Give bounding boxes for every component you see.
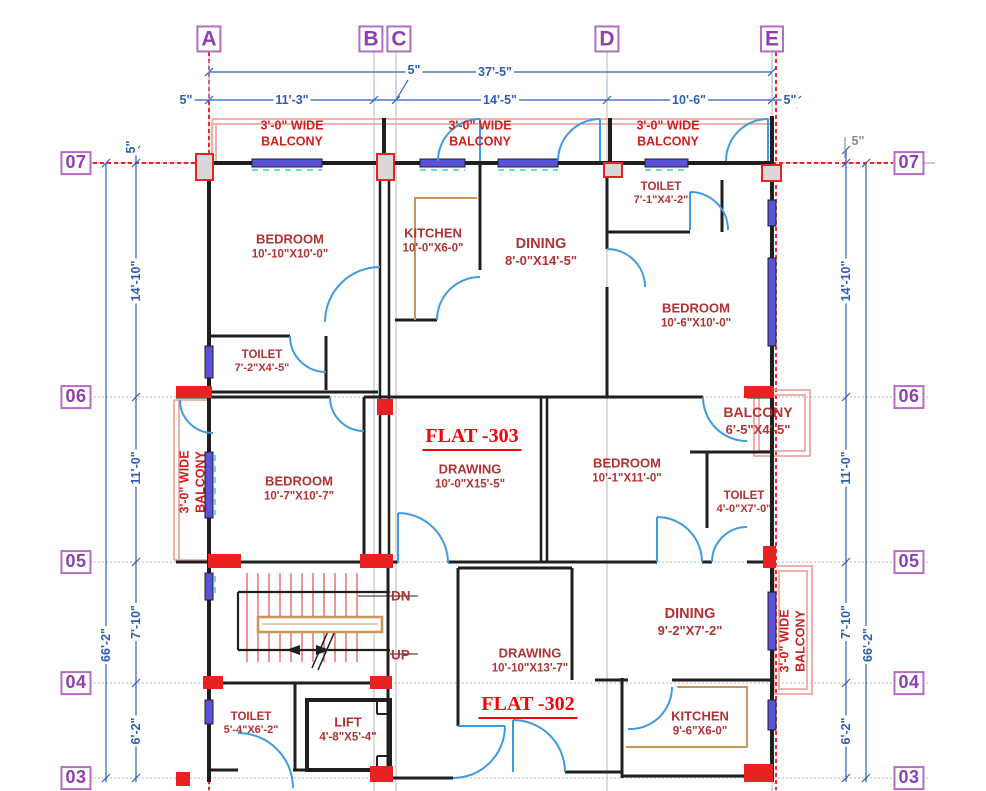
grid-row-07-left: 07 xyxy=(60,151,92,175)
room-label-kitchen-303: KITCHEN 10'-0"X6-0" xyxy=(402,225,464,255)
dim-14-5: 14'-5" xyxy=(481,93,519,107)
room-label-balcony-e: BALCONY 6'-5"X4'-5" xyxy=(723,404,793,437)
windows xyxy=(204,158,777,731)
columns xyxy=(176,153,782,786)
grid-row-07-right: 07 xyxy=(893,151,925,175)
dim-7-10-left: 7'-10" xyxy=(129,603,143,641)
flat-303-title: FLAT -303 xyxy=(422,425,522,451)
balcony-label-1: 3'-0" WIDE BALCONY xyxy=(260,118,324,148)
grid-column-a: A xyxy=(196,25,222,53)
balcony-label-east: 3'-0" WIDE BALCONY xyxy=(777,609,807,673)
dim-5in-bc: 5" xyxy=(405,63,423,77)
room-label-toilet-w: TOILET 7'-2"X4'-5" xyxy=(234,348,290,375)
grid-row-06-left: 06 xyxy=(60,385,92,409)
stairs-down-label: DN xyxy=(391,588,411,604)
dim-overall-height-left: 66'-2" xyxy=(99,626,113,664)
stairs-up-label: UP xyxy=(391,647,410,663)
balcony-label-west: 3'-0" WIDE BALCONY xyxy=(177,450,207,514)
dim-7-10-right: 7'-10" xyxy=(839,603,853,641)
room-label-lift: LIFT 4'-8"X5'-4" xyxy=(319,714,377,744)
dim-overall-height-right: 66'-2" xyxy=(861,626,875,664)
dim-14-10-right: 14'-10" xyxy=(839,258,853,304)
dim-5in-left: 5" xyxy=(177,93,195,107)
room-label-toilet-ne: TOILET 7'-1"X4'-2" xyxy=(633,180,689,207)
room-label-bedroom-c: BEDROOM 10'-1"X11'-0" xyxy=(592,455,662,485)
balcony-label-2: 3'-0" WIDE BALCONY xyxy=(448,118,512,148)
room-label-drawing-303: DRAWING 10'-0"X15'-5" xyxy=(434,461,506,491)
grid-column-e: E xyxy=(759,25,785,53)
dim-6-2-left: 6'-2" xyxy=(129,715,143,747)
grid-row-04-left: 04 xyxy=(60,671,92,695)
room-label-bedroom-ne: BEDROOM 10'-6"X10'-0" xyxy=(660,300,732,330)
dim-5in-right-col: 5" xyxy=(851,134,865,148)
doors xyxy=(179,118,769,789)
grid-column-d: D xyxy=(594,25,620,53)
room-label-toilet-s: TOILET 5'-4"X6'-2" xyxy=(223,710,279,737)
room-label-dining-302: DINING 9'-2"X7'-2" xyxy=(657,605,723,638)
kitchen-counters xyxy=(256,197,748,748)
dim-5in-right: 5" xyxy=(781,93,799,107)
room-label-bedroom-w: BEDROOM 10'-7"X10'-7" xyxy=(263,473,335,503)
dim-11-3: 11'-3" xyxy=(273,93,311,107)
dim-6-2-right: 6'-2" xyxy=(839,715,853,747)
grid-column-b: B xyxy=(358,25,384,53)
grid-row-06-right: 06 xyxy=(893,385,925,409)
balcony-label-3: 3'-0" WIDE BALCONY xyxy=(636,118,700,148)
room-label-bedroom-nw: BEDROOM 10'-10"X10'-0" xyxy=(251,231,329,261)
dim-5in-left-col: 5" xyxy=(124,138,138,156)
grid-row-05-left: 05 xyxy=(60,550,92,574)
dim-overall-width: 37'-5" xyxy=(476,65,514,79)
flat-302-title: FLAT -302 xyxy=(478,693,578,719)
grid-row-03-right: 03 xyxy=(893,766,925,790)
grid-row-05-right: 05 xyxy=(893,550,925,574)
dim-10-6: 10'-6" xyxy=(670,93,708,107)
room-label-toilet-e: TOILET 4'-0"X7'-0" xyxy=(716,489,772,516)
room-label-dining-303: DINING 8'-0"X14'-5" xyxy=(505,235,577,268)
room-label-drawing-302: DRAWING 10'-10"X13'-7" xyxy=(491,645,569,675)
dim-11-0-right: 11'-0" xyxy=(839,449,853,487)
dim-14-10-left: 14'-10" xyxy=(129,258,143,304)
grid-column-c: C xyxy=(386,25,412,53)
grid-row-04-right: 04 xyxy=(893,671,925,695)
dim-11-0-left: 11'-0" xyxy=(129,449,143,487)
room-label-kitchen-302: KITCHEN 9'-6"X6-0" xyxy=(671,708,729,738)
grid-row-03-left: 03 xyxy=(60,766,92,790)
